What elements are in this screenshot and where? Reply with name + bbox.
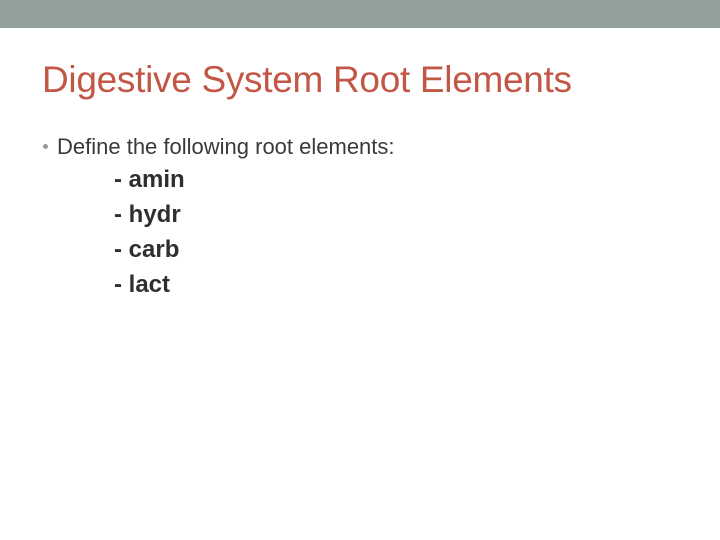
bullet-text: Define the following root elements: — [57, 134, 395, 159]
top-banner — [0, 0, 720, 28]
root-element-item-carb: - carb — [114, 236, 180, 263]
slide-title: Digestive System Root Elements — [42, 59, 572, 100]
root-element-item-hydr: - hydr — [114, 201, 181, 228]
bullet-dot-icon — [43, 144, 48, 149]
root-element-item-lact: - lact — [114, 271, 171, 298]
root-element-item-amin: - amin — [114, 166, 185, 193]
root-elements-list: - amin - hydr - carb - lact — [114, 162, 185, 302]
